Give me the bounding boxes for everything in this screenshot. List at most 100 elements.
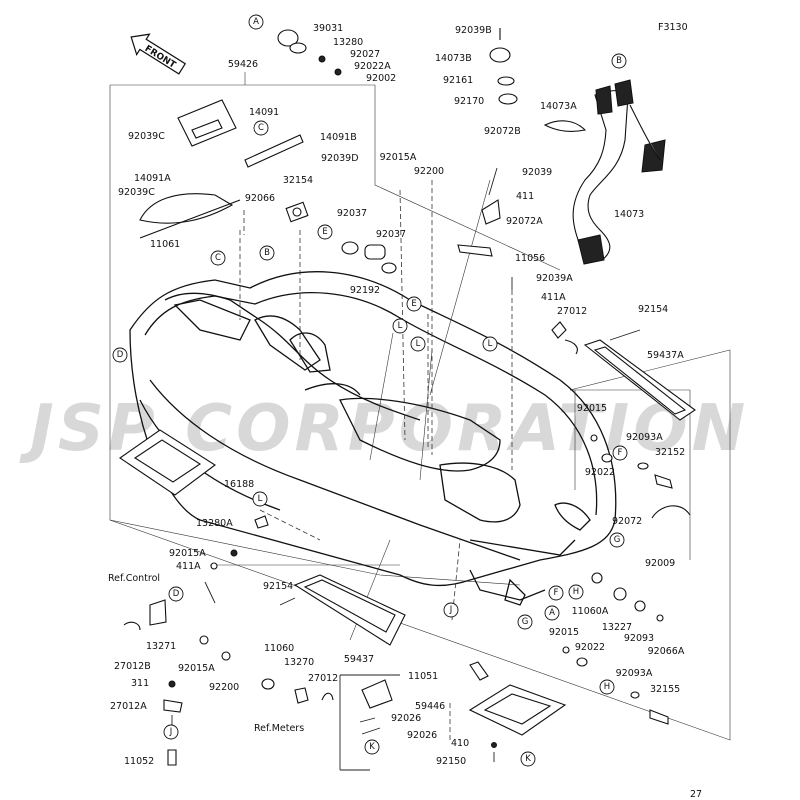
callout-letter: K bbox=[369, 742, 375, 752]
part-number-label: 92039 bbox=[522, 167, 552, 178]
callout-letter: L bbox=[258, 494, 263, 504]
part-number-label: 92022 bbox=[585, 467, 615, 478]
callout-circle: J bbox=[443, 602, 459, 618]
callout-circle: H bbox=[599, 679, 615, 695]
part-number-label: 14091B bbox=[320, 132, 357, 143]
part-number-label: 92154 bbox=[638, 304, 668, 315]
callout-circle: K bbox=[364, 739, 380, 755]
callout-letter: A bbox=[253, 17, 259, 27]
hose-clamps bbox=[341, 241, 397, 274]
callout-circle: G bbox=[517, 614, 533, 630]
part-number-label: 59437 bbox=[344, 654, 374, 665]
callout-circle: C bbox=[253, 120, 269, 136]
part-number-label: 92200 bbox=[209, 682, 239, 693]
figure-code: F3130 bbox=[658, 22, 688, 33]
part-number-label: 92022A bbox=[354, 61, 391, 72]
part-number-label: 92015A bbox=[380, 152, 417, 163]
part-number-label: 32152 bbox=[655, 447, 685, 458]
part-number-label: 27012A bbox=[110, 701, 147, 712]
part-number-label: 13270 bbox=[284, 657, 314, 668]
callout-letter: B bbox=[616, 56, 622, 66]
part-number-label: 11052 bbox=[124, 756, 154, 767]
part-number-label: 92015A bbox=[169, 548, 206, 559]
callout-letter: D bbox=[117, 350, 124, 360]
part-number-label: 27012B bbox=[114, 661, 151, 672]
part-number-label: 92192 bbox=[350, 285, 380, 296]
intake-grate-59446 bbox=[468, 684, 567, 762]
callout-circle: L bbox=[392, 318, 408, 334]
callout-circle: E bbox=[317, 224, 333, 240]
part-number-label: 11056 bbox=[515, 253, 545, 264]
part-number-label: 92026 bbox=[391, 713, 421, 724]
part-number-label: 92022 bbox=[575, 642, 605, 653]
part-number-label: 59446 bbox=[415, 701, 445, 712]
part-number-label: 411A bbox=[541, 292, 566, 303]
part-number-label: 92037 bbox=[337, 208, 367, 219]
callout-circle: B bbox=[259, 245, 275, 261]
part-number-label: 92027 bbox=[350, 49, 380, 60]
fitting-right-lower bbox=[562, 572, 669, 725]
part-number-label: 14073B bbox=[435, 53, 472, 64]
callout-letter: F bbox=[554, 588, 559, 598]
part-number-label: 411A bbox=[176, 561, 201, 572]
part-number-label: 92170 bbox=[454, 96, 484, 107]
part-number-label: 92039A bbox=[536, 273, 573, 284]
callout-circle: D bbox=[168, 586, 184, 602]
part-number-label: 14091 bbox=[249, 107, 279, 118]
part-number-label: 92093 bbox=[624, 633, 654, 644]
callout-circle: E bbox=[406, 296, 422, 312]
callout-letter: L bbox=[488, 339, 493, 349]
tray-16188 bbox=[119, 429, 216, 496]
part-number-label: 13271 bbox=[146, 641, 176, 652]
part-number-label: 11061 bbox=[150, 239, 180, 250]
callout-letter: H bbox=[573, 587, 579, 597]
grab-rail-59437 bbox=[279, 574, 406, 646]
part-number-label: 14073 bbox=[614, 209, 644, 220]
callout-letter: E bbox=[322, 227, 327, 237]
part-number-label: 411 bbox=[516, 191, 534, 202]
callout-letter: J bbox=[449, 605, 453, 615]
page-number: 27 bbox=[690, 789, 702, 800]
part-number-label: 11060A bbox=[572, 606, 609, 617]
frame-lines bbox=[109, 72, 731, 741]
callout-letter: C bbox=[258, 123, 264, 133]
cap-39031 bbox=[277, 29, 342, 76]
part-number-label: 32154 bbox=[283, 175, 313, 186]
meter-bracket bbox=[339, 674, 400, 771]
part-number-label: 92002 bbox=[366, 73, 396, 84]
callout-letter: D bbox=[173, 589, 180, 599]
callout-circle: A bbox=[544, 605, 560, 621]
part-number-label: 92154 bbox=[263, 581, 293, 592]
part-number-label: 11051 bbox=[408, 671, 438, 682]
part-number-label: 92200 bbox=[414, 166, 444, 177]
callout-letter: C bbox=[215, 253, 221, 263]
part-number-label: 92039C bbox=[118, 187, 155, 198]
part-number-label: 59437A bbox=[647, 350, 684, 361]
part-number-label: 92072A bbox=[506, 216, 543, 227]
callout-letter: G bbox=[614, 535, 621, 545]
hose-14073 bbox=[489, 28, 666, 265]
part-number-label: 92015 bbox=[549, 627, 579, 638]
callout-circle: F bbox=[612, 445, 628, 461]
callout-circle: C bbox=[210, 250, 226, 266]
part-number-labels: 39031132809202792022A9200259426140919203… bbox=[110, 23, 685, 767]
part-number-label: 92161 bbox=[443, 75, 473, 86]
callout-circle: F bbox=[548, 585, 564, 601]
part-number-label: 16188 bbox=[224, 479, 254, 490]
part-number-label: 92039D bbox=[321, 153, 359, 164]
part-number-label: 13227 bbox=[602, 622, 632, 633]
part-number-label: 11060 bbox=[264, 643, 294, 654]
cover-14091a bbox=[139, 193, 241, 239]
callout-letter: J bbox=[169, 727, 173, 737]
part-number-label: 311 bbox=[131, 678, 149, 689]
part-number-label: 92015A bbox=[178, 663, 215, 674]
part-number-label: 14073A bbox=[540, 101, 577, 112]
grab-rail-59437a bbox=[583, 329, 696, 421]
callout-letter: K bbox=[525, 754, 531, 764]
cover-14091 bbox=[177, 99, 237, 147]
grommet-32154 bbox=[285, 201, 309, 223]
callout-circle: D bbox=[112, 347, 128, 363]
